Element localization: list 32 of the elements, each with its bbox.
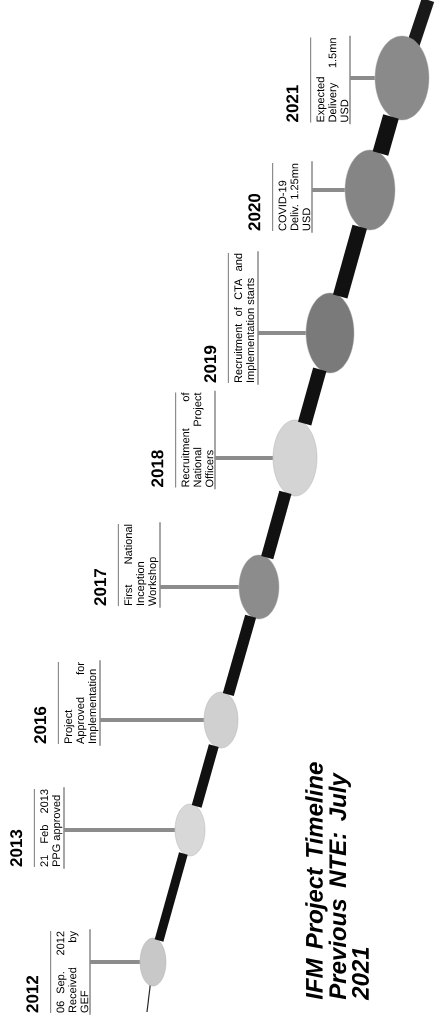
stem-line	[160, 585, 239, 589]
timeline-bar	[332, 224, 367, 299]
timeline-disc	[344, 149, 396, 231]
timeline-disc	[374, 35, 430, 121]
stem-line	[90, 960, 140, 964]
timeline-bar	[372, 114, 399, 156]
milestone-label: 2020 COVID-19 Deliv. 1.25mn USD	[248, 160, 313, 234]
timeline-disc	[305, 292, 355, 374]
title: IFM Project Timeline Previous NTE: July 2021	[305, 762, 369, 1001]
timeline-disc	[238, 554, 280, 620]
timeline-bar	[298, 367, 327, 426]
stem-line	[64, 828, 175, 832]
timeline-bar	[261, 490, 292, 560]
milestone-label: 2018 Recruitment of National Project Officers	[151, 390, 216, 490]
timeline-disc	[272, 419, 318, 497]
timeline-disc	[174, 803, 206, 857]
stem-line	[258, 331, 306, 335]
milestone-label: 2019 Recruitment of CTA and Implementation starts	[204, 250, 259, 386]
milestone-label: 2012 06 Sep. 2012 Received by GEF	[26, 928, 91, 1016]
milestone-label: 2013 21 Feb 2013 PPG approved	[10, 786, 65, 870]
milestone-label: 2016 Project Approved for Implementation	[34, 659, 101, 747]
timeline-bar	[191, 744, 219, 808]
timeline-bar	[154, 852, 188, 942]
stem-line	[350, 76, 375, 80]
timeline-bar	[222, 614, 257, 696]
timeline-disc	[203, 691, 239, 749]
stem-line	[312, 188, 345, 192]
timeline-disc	[139, 937, 167, 987]
stem-line	[100, 718, 204, 722]
milestone-label: 2021 Expected Delivery 1.5mn USD	[286, 35, 351, 125]
stem-line	[215, 456, 273, 460]
milestone-label: 2017 First National Inception Workshop	[94, 521, 161, 609]
